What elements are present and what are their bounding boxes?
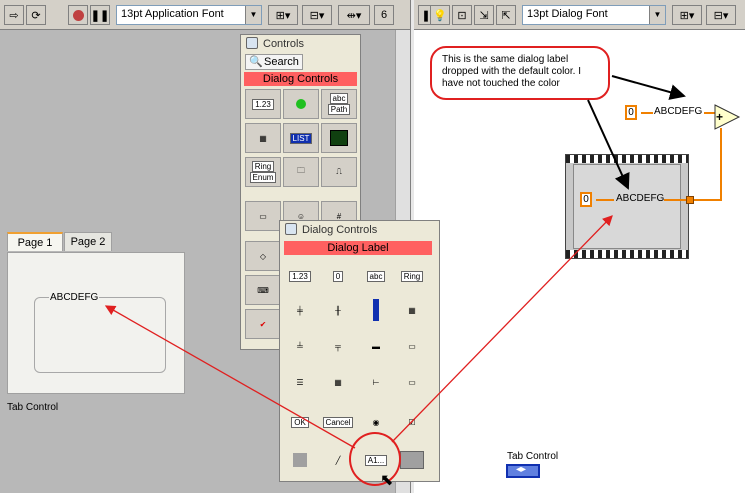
dialog-horizontal-progress[interactable]: ▬ [372, 341, 380, 351]
pin-icon[interactable] [285, 223, 297, 235]
add-function-icon[interactable] [713, 104, 741, 130]
dialog-label-abcdefg[interactable]: ABCDEFG [49, 292, 100, 303]
highlight-execution-icon[interactable]: 💡 [430, 5, 450, 25]
dialog-palette-title: Dialog Controls [280, 221, 439, 239]
tab-control-caption: Tab Control [7, 402, 59, 413]
dialog-tree[interactable]: ⊢ [372, 377, 380, 387]
run-continuous-icon[interactable]: ⟳ [26, 5, 46, 25]
array-cluster-palette-icon[interactable]: ▦ [245, 123, 281, 153]
dialog-palette-banner: Dialog Label [284, 241, 432, 255]
block-diagram-toolbar: ❚ 💡 ⊡ ⇲ ⇱ 13pt Dialog Font ▼ ⊞▾ ⊟▾ [414, 0, 745, 30]
tab-control-terminal[interactable]: ◂▸ [506, 464, 540, 478]
io-palette-icon[interactable]: ⎍ [321, 157, 357, 187]
dialog-label-seq[interactable]: ABCDEFG [616, 193, 665, 204]
reorder-icon[interactable]: 6 [374, 5, 394, 25]
dialog-listbox[interactable]: ☰ [296, 377, 304, 387]
dialog-checkbox[interactable]: ☑ [408, 417, 416, 427]
dialog-vertical-slider-2[interactable]: ╫ [335, 305, 341, 315]
search-label: Search [264, 56, 299, 68]
dialog-string[interactable]: abc [360, 263, 392, 289]
tab-terminal-label: Tab Control [507, 451, 559, 462]
wire [694, 199, 722, 201]
dialog-spinner[interactable]: 0 [322, 263, 354, 289]
film-strip-top [566, 155, 688, 163]
wire [664, 199, 686, 201]
add-symbol: + [716, 110, 724, 124]
wire [720, 128, 722, 201]
pin-icon[interactable] [246, 37, 258, 49]
boolean-palette-icon[interactable] [283, 89, 319, 119]
font-selector-text: 13pt Dialog Font [527, 8, 608, 20]
align-objects-icon[interactable]: ⊞▾ [268, 5, 298, 25]
distribute-objects-icon[interactable]: ⊟▾ [302, 5, 332, 25]
dialog-ok-button[interactable]: OK [284, 409, 316, 435]
abort-icon[interactable] [68, 5, 88, 25]
align-objects-icon[interactable]: ⊞▾ [672, 5, 702, 25]
user-controls-palette-icon[interactable]: ✔ [245, 309, 281, 339]
select-control-palette-icon[interactable]: ⌨ [245, 275, 281, 305]
container-palette-icon[interactable]: 🗀 [283, 157, 319, 187]
numeric-control-top[interactable]: 0 [625, 105, 637, 120]
dialog-label-top[interactable]: ABCDEFG [654, 106, 703, 117]
wire [596, 199, 614, 201]
step-out-icon[interactable]: ⇱ [496, 5, 516, 25]
tab-page-2[interactable]: Page 2 [64, 232, 112, 251]
dialog-table[interactable]: ▦ [408, 305, 416, 315]
palette-banner: Dialog Controls [244, 72, 357, 86]
decoration-box[interactable] [284, 447, 316, 473]
font-selector-text: 13pt Application Font [121, 8, 224, 20]
controls-palette: Controls 🔍 Search Dialog Controls 1.23 a… [240, 34, 361, 350]
resize-objects-icon[interactable]: ⇹▾ [338, 5, 370, 25]
dialog-numeric[interactable]: 1.23 [284, 263, 316, 289]
annotation-callout: This is the same dialog label dropped wi… [430, 46, 610, 100]
decoration-line[interactable]: ╱ [335, 455, 341, 465]
dialog-ring[interactable]: Ring [396, 263, 428, 289]
numeric-control-seq[interactable]: 0 [580, 192, 592, 207]
film-strip-bottom [566, 250, 688, 258]
search-button[interactable]: 🔍 Search [245, 54, 303, 70]
run-arrow-icon[interactable]: ⇨ [4, 5, 24, 25]
chevron-down-icon[interactable]: ▼ [649, 6, 665, 24]
dialog-tab[interactable]: ▭ [408, 377, 416, 387]
dialog-cancel-button[interactable]: Cancel [322, 409, 354, 435]
graph-palette-icon[interactable] [321, 123, 357, 153]
wire [641, 112, 653, 114]
chevron-down-icon[interactable]: ▼ [245, 6, 261, 24]
tab-page-2-label: Page 2 [70, 236, 106, 248]
font-selector[interactable]: 13pt Application Font ▼ [116, 5, 262, 25]
dialog-horizontal-slider-2[interactable]: ╤ [335, 341, 341, 351]
tab-page-1-label: Page 1 [17, 237, 53, 249]
tab-page-content-box [34, 297, 166, 373]
dialog-controls-palette-icon[interactable]: ▭ [245, 201, 281, 231]
list-table-palette-icon[interactable]: LIST [283, 123, 319, 153]
tunnel [686, 196, 694, 204]
retain-wire-values-icon[interactable]: ⊡ [452, 5, 472, 25]
tab-page-1[interactable]: Page 1 [7, 232, 63, 251]
front-panel-toolbar: ⇨ ⟳ ❚❚ 13pt Application Font ▼ ⊞▾ ⊟▾ ⇹▾ … [0, 0, 410, 30]
wire [704, 112, 716, 114]
callout-text: This is the same dialog label dropped wi… [442, 54, 581, 89]
numeric-palette-icon[interactable]: 1.23 [245, 89, 281, 119]
mouse-cursor-icon: ⬉ [380, 472, 394, 489]
arrows-icon: ◂▸ [516, 464, 527, 475]
step-into-icon[interactable]: ⇲ [474, 5, 494, 25]
font-selector[interactable]: 13pt Dialog Font ▼ [522, 5, 666, 25]
dialog-progress-bar[interactable] [360, 297, 392, 323]
pause-icon[interactable]: ❚❚ [90, 5, 110, 25]
dialog-horizontal-slider[interactable]: ╧ [297, 341, 303, 351]
highlight-circle [349, 432, 401, 486]
dialog-radio-button[interactable]: ◉ [372, 417, 380, 427]
dialog-multicolumn-listbox[interactable]: ▦ [334, 377, 342, 387]
dialog-vertical-slider[interactable]: ╪ [297, 305, 303, 315]
controls-palette-title: Controls [241, 35, 360, 53]
distribute-objects-icon[interactable]: ⊟▾ [706, 5, 736, 25]
decorations-palette-icon[interactable]: ◇ [245, 241, 281, 271]
search-icon: 🔍 [249, 56, 263, 68]
dialog-path[interactable]: ▭ [408, 341, 416, 351]
